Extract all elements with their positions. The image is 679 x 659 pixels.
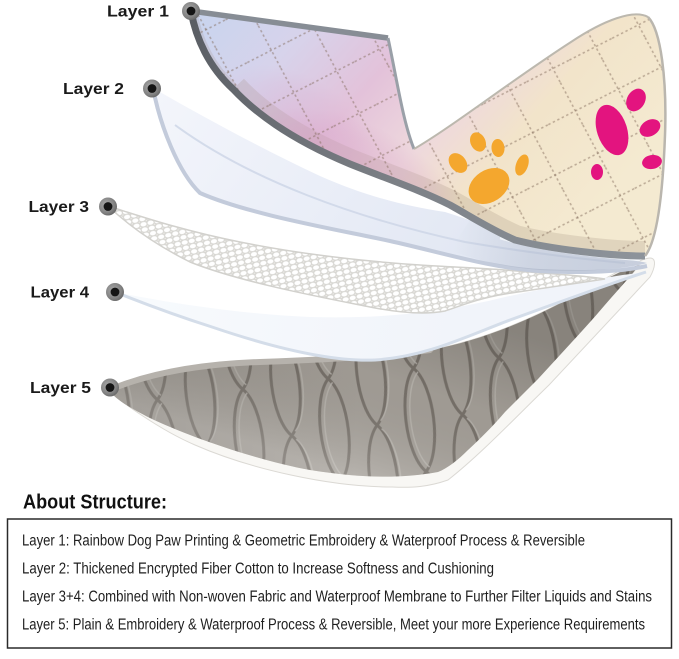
svg-text:Layer 1: Rainbow Dog Paw Print: Layer 1: Rainbow Dog Paw Printing & Geom…	[22, 533, 585, 550]
svg-text:About Structure:: About Structure:	[23, 492, 167, 514]
svg-text:Layer 1: Layer 1	[107, 4, 169, 21]
svg-text:Layer 2: Layer 2	[63, 81, 124, 98]
svg-text:Layer 4: Layer 4	[31, 285, 90, 302]
svg-text:Layer 3+4: Combined with Non-w: Layer 3+4: Combined with Non-woven Fabri…	[22, 589, 652, 606]
svg-text:Layer 3: Layer 3	[29, 199, 90, 216]
svg-text:Layer 2: Thickened Encrypted F: Layer 2: Thickened Encrypted Fiber Cotto…	[22, 561, 494, 578]
svg-text:Layer 5: Plain & Embroidery &: Layer 5: Plain & Embroidery & Waterproof…	[22, 617, 645, 634]
svg-text:Layer 5: Layer 5	[30, 380, 91, 397]
